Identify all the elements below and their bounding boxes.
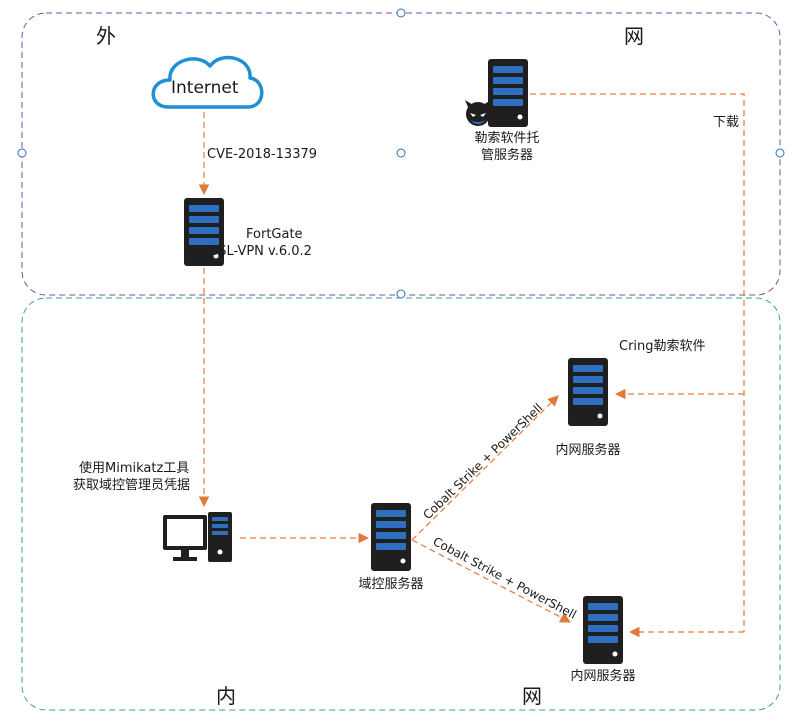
workstation-label-line2: 获取域控管理员凭据: [73, 478, 191, 493]
edge-label-download: 下载: [713, 115, 740, 130]
intranet-server-bottom-icon: [583, 596, 623, 664]
edge-label-lateral-bottom: Cobalt Strike + PowerShell: [431, 534, 579, 622]
fortigate-label-line1: FortGate: [246, 227, 303, 242]
connection-arrows: [198, 93, 745, 638]
edge-label-exploit: CVE-2018-13379: [207, 147, 318, 162]
domain-controller-server-icon: [371, 503, 411, 571]
ransomware-host-label-line1: 勒索软件托: [474, 131, 540, 146]
intranet-server-bottom-label: 内网服务器: [570, 669, 636, 684]
zone-label-internal-left: 内: [216, 684, 236, 708]
intranet-server-top-icon: [568, 358, 608, 426]
intranet-server-top-label: 内网服务器: [555, 443, 621, 458]
desktop-computer-icon: [163, 512, 232, 562]
devil-icon: [465, 100, 491, 126]
selection-handles[interactable]: [17, 8, 785, 299]
intranet-server-top-caption: Cring勒索软件: [619, 339, 706, 354]
edge-dc-to-top-server: [411, 395, 559, 541]
domain-controller-label: 域控服务器: [358, 577, 424, 592]
fortigate-label-line2: SSL-VPN v.6.0.2: [210, 244, 312, 259]
ransomware-host-server-icon: [488, 59, 528, 127]
ransomware-host-label-line2: 管服务器: [480, 148, 533, 163]
zone-label-external-left: 外: [96, 24, 116, 48]
zone-label-external-right: 网: [624, 24, 644, 48]
edge-label-lateral-top: Cobalt Strike + PowerShell: [420, 401, 545, 522]
cloud-icon: [151, 55, 264, 109]
zone-label-internal-right: 网: [522, 684, 542, 708]
workstation-label-line1: 使用Mimikatz工具: [79, 461, 190, 476]
internet-label: Internet: [171, 78, 239, 98]
edge-download-route: [530, 93, 745, 632]
